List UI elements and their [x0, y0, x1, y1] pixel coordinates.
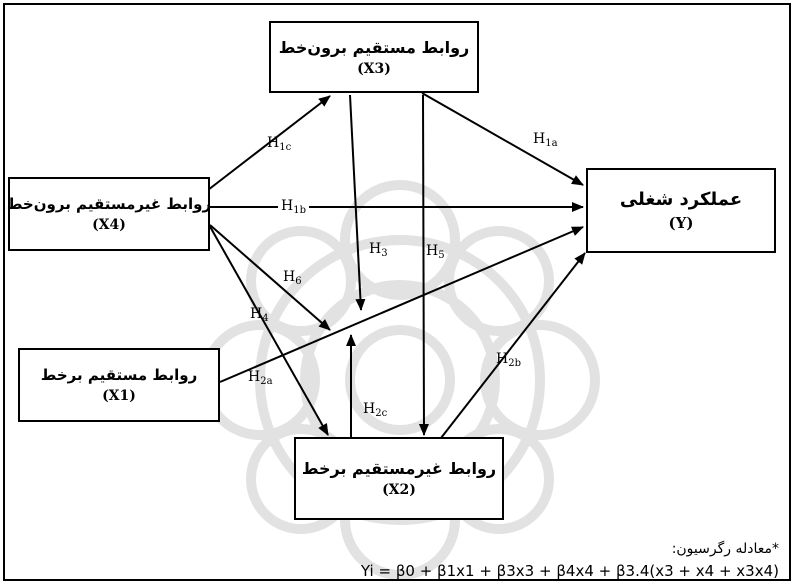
node-x4-title: روابط غیرمستقیم برون‌خط — [6, 195, 212, 213]
arrow-x4-x3 — [207, 95, 331, 191]
node-y-title: عملکرد شغلی — [619, 189, 743, 210]
label-h1b: H1b — [278, 198, 309, 216]
label-h2c: H2c — [363, 401, 388, 419]
equation-formula: Yi = β0 + β1x1 + β3x3 + β4x4 + β3.4(x3 +… — [360, 562, 779, 580]
node-x1: روابط مستقیم برخط (X1) — [18, 348, 220, 422]
arrow-x3-moderation — [349, 94, 366, 311]
equation-note: *معادله رگرسیون: — [671, 541, 779, 557]
label-h1c: H1c — [267, 135, 292, 153]
node-x2-var: (X2) — [382, 482, 416, 498]
label-h2b: H2b — [496, 351, 521, 369]
label-h1a: H1a — [533, 131, 558, 149]
node-x2-title: روابط غیرمستقیم برخط — [301, 459, 497, 478]
label-h4: H4 — [250, 306, 269, 324]
arrow-x1-y — [219, 226, 584, 383]
node-x2: روابط غیرمستقیم برخط (X2) — [294, 437, 504, 520]
node-x1-title: روابط مستقیم برخط — [40, 366, 198, 384]
node-y: عملکرد شغلی (Y) — [586, 168, 776, 253]
arrows — [207, 92, 586, 439]
node-x1-var: (X1) — [102, 388, 136, 404]
node-x4-var: (X4) — [92, 217, 126, 233]
arrow-x3-x2 — [418, 94, 429, 436]
node-x3-title: روابط مستقیم برون‌خط — [278, 37, 470, 57]
arrow-x3-y — [421, 92, 584, 186]
node-y-var: (Y) — [668, 214, 694, 232]
node-x3: روابط مستقیم برون‌خط (X3) — [269, 21, 479, 93]
node-x3-var: (X3) — [357, 60, 391, 77]
label-h6: H6 — [283, 269, 302, 287]
arrow-x4-moderation — [209, 224, 331, 331]
label-h5: H5 — [426, 243, 445, 261]
diagram-frame: روابط مستقیم برون‌خط (X3) روابط غیرمستقی… — [3, 3, 791, 581]
arrow-x4-x2 — [207, 222, 329, 436]
node-x4: روابط غیرمستقیم برون‌خط (X4) — [6, 177, 212, 251]
arrow-x2-y — [440, 252, 586, 439]
label-h2a: H2a — [248, 369, 273, 387]
label-h3: H3 — [369, 241, 388, 259]
